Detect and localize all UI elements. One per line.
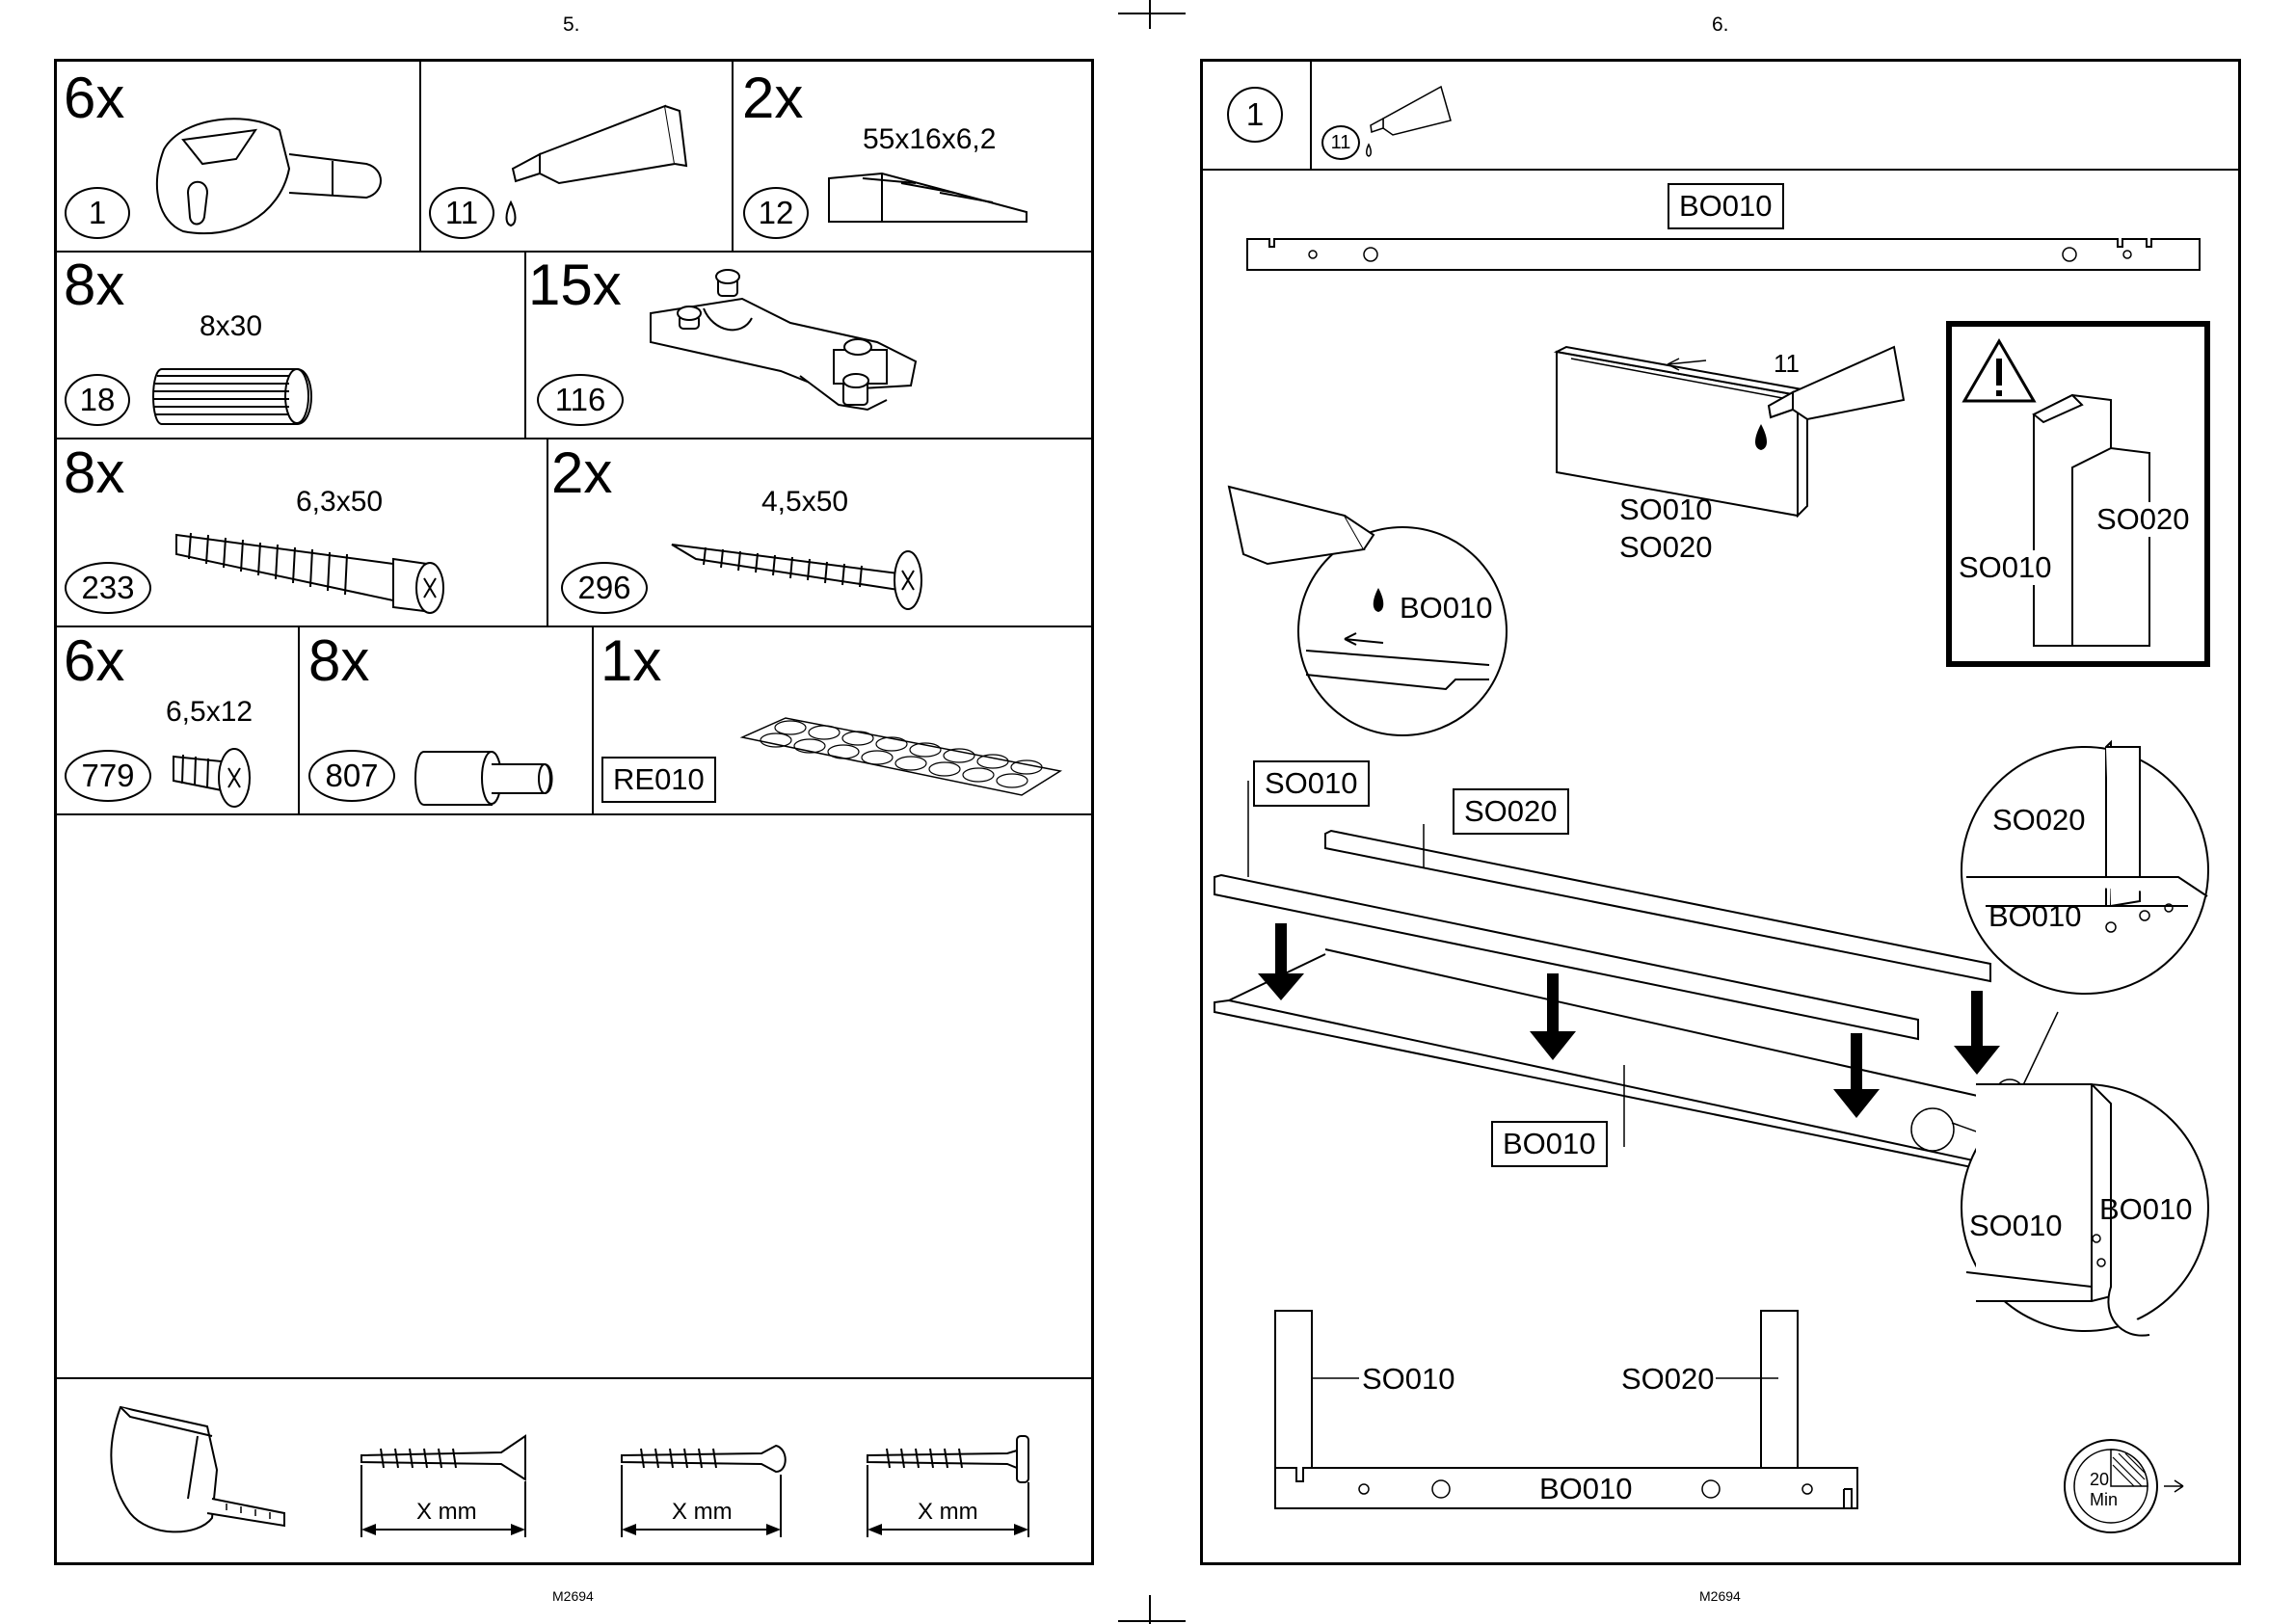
bottom-panel-bo010-drawing [1245,237,2190,276]
part-label-so020: SO020 [2096,502,2190,537]
part-label-bo010: BO010 [1539,1472,1633,1506]
glue-tube-icon [1364,82,1460,169]
part-label-so020: SO020 [1992,803,2086,838]
part-label-so010: SO010 [1959,550,2052,585]
footer-code-right: M2694 [1699,1588,1741,1604]
part-label-so010: SO010 [1969,1209,2063,1243]
part-label-bo010: BO010 [1988,899,2082,934]
part-label-bo010: BO010 [2099,1192,2193,1227]
part-label-so020: SO020 [1619,530,1713,565]
glue-tube-icon [1749,342,1913,458]
part-label-so010: SO010 [1619,493,1713,527]
part-label-bo010: BO010 [1491,1121,1608,1167]
part-label-so010: SO010 [1362,1362,1455,1397]
timer-value: 20 [2090,1470,2109,1490]
corner-detail-so020-bo010 [1957,742,2217,1002]
step-number-badge: 1 [1227,87,1283,143]
part-label-bo010: BO010 [1400,591,1493,626]
timer-unit: Min [2090,1490,2118,1510]
timer-clock-icon [2063,1436,2188,1542]
part-label-so020: SO020 [1621,1362,1715,1397]
glue-ref-badge: 11 [1321,125,1360,160]
part-label-bo010: BO010 [1668,183,1784,229]
